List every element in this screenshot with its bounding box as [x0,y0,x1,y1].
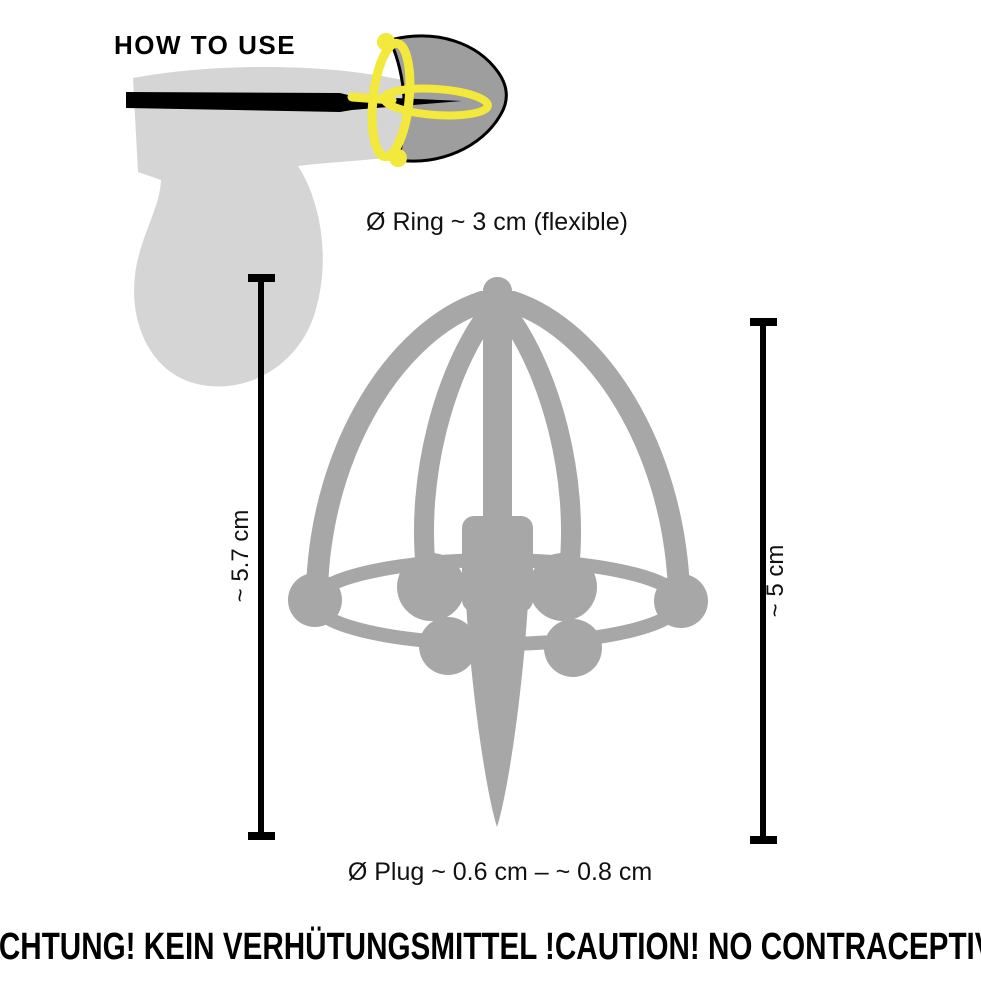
body-silhouette [133,66,437,387]
ring-diameter-label: Ø Ring ~ 3 cm (flexible) [366,208,628,236]
cage-arc-inner-right [496,302,581,580]
cage-arc-outer-right [502,291,690,601]
bead-lower-right [544,619,602,677]
plug-highlight [380,84,492,120]
cage-arc-inner-left [414,302,499,580]
ring-highlight [367,38,415,162]
warning-banner: !ACHTUNG! KEIN VERHÜTUNGSMITTEL !CAUTION… [0,926,981,969]
dimension-line-right [750,318,777,844]
urethra-line [126,92,462,112]
device-highlight [347,33,492,167]
bead-right-end [654,574,708,628]
plug-collar [462,516,533,612]
height-label-right: ~ 5 cm [762,544,789,618]
height-label-left: ~ 5.7 cm [227,509,254,603]
plug-diameter-label: Ø Plug ~ 0.6 cm – ~ 0.8 cm [347,858,653,886]
how-to-use-title: HOW TO USE [114,30,297,60]
dimension-line-left [248,274,275,840]
highlight-bead-bottom [389,149,407,167]
plug-shaft [483,277,512,549]
bead-left-end [288,573,342,627]
device-diagram [288,277,708,827]
bead-upper-left [397,553,465,621]
bead-upper-right [529,553,597,621]
anatomy-illustration [126,33,508,387]
bead-lower-left [419,617,477,675]
warning-text: !ACHTUNG! KEIN VERHÜTUNGSMITTEL !CAUTION… [0,926,981,968]
plug-taper [466,603,528,827]
highlight-bead-top [377,33,395,51]
cage-arc-outer-left [306,291,493,599]
